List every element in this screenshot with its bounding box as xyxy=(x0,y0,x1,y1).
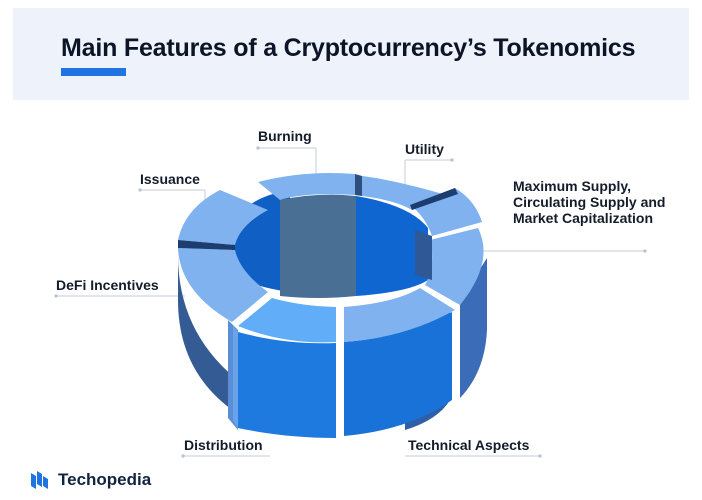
separator-issuance-defi xyxy=(178,240,235,250)
page-title: Main Features of a Cryptocurrency’s Toke… xyxy=(61,34,636,62)
label-supply: Maximum Supply, Circulating Supply and M… xyxy=(513,178,666,226)
segment-top-distribution xyxy=(238,298,336,343)
title-underline xyxy=(61,68,126,76)
front-face-technical xyxy=(344,312,452,436)
segment-top-burning xyxy=(258,173,355,200)
techopedia-logo-icon xyxy=(31,471,48,489)
label-technical-aspects: Technical Aspects xyxy=(408,437,530,453)
separator-utility xyxy=(410,188,458,210)
header-panel: Main Features of a Cryptocurrency’s Toke… xyxy=(13,8,689,100)
outer-wall-defi xyxy=(178,255,235,412)
segment-top-supply xyxy=(425,228,484,305)
footer-logo: Techopedia xyxy=(30,470,151,490)
label-burning: Burning xyxy=(258,128,312,144)
label-defi-incentives: DeFi Incentives xyxy=(56,277,159,293)
leader-lines xyxy=(56,147,645,457)
leader-dots xyxy=(54,146,647,458)
separator-supply-inner xyxy=(415,230,432,280)
front-edge-left xyxy=(233,325,238,428)
segment-top-defi xyxy=(178,248,268,322)
separator-burning xyxy=(355,174,362,196)
inner-wall-burning xyxy=(280,194,356,298)
front-face-distribution xyxy=(238,332,336,438)
label-issuance: Issuance xyxy=(140,171,200,187)
techopedia-brand: Techopedia xyxy=(58,470,152,489)
segment-top-technical xyxy=(344,288,455,342)
label-distribution: Distribution xyxy=(184,437,263,453)
inner-wall-right xyxy=(356,196,428,296)
segment-top-issuance xyxy=(178,190,268,245)
label-utility: Utility xyxy=(405,141,444,157)
